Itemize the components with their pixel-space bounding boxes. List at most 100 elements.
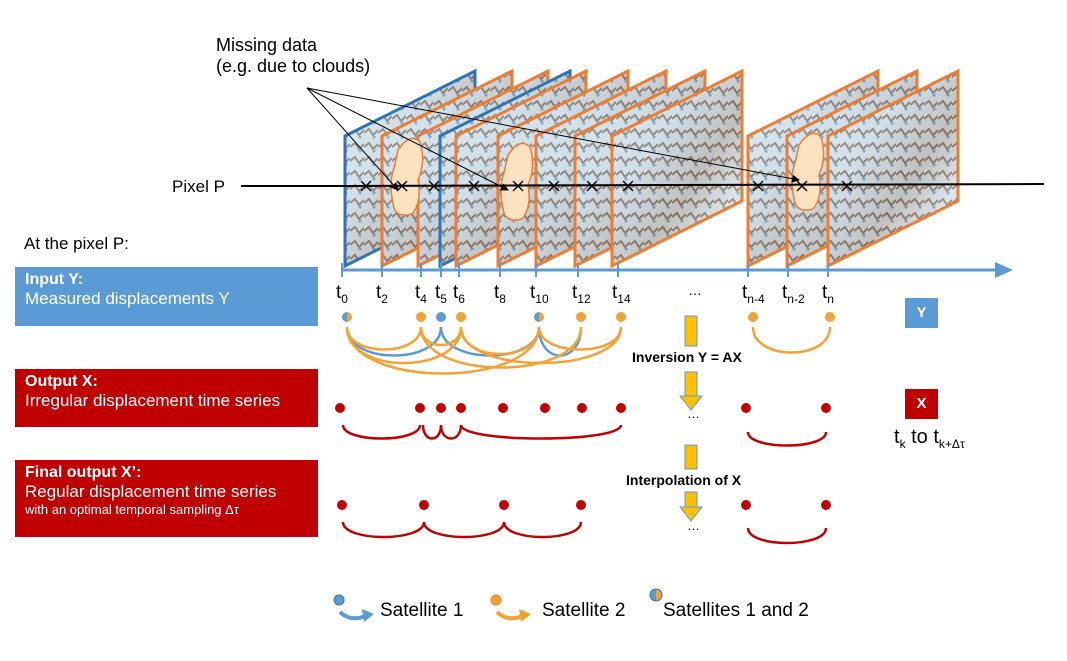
missing-data-arrows (306, 87, 800, 191)
final-output-dot (821, 500, 831, 510)
inversion-arrow (678, 315, 704, 411)
pixel-cross (512, 180, 524, 192)
output-x-dot (540, 403, 550, 413)
acquisition-dot-right (347, 312, 352, 322)
legend-satellite-1-icon (333, 594, 374, 622)
final-output-series (337, 500, 831, 545)
timeline-tick-label: t5 (435, 282, 447, 306)
pixel-cross (796, 180, 808, 192)
final-ellipsis: … (687, 518, 700, 533)
final-output-dot (499, 500, 509, 510)
x-range-a-sub: k (899, 437, 906, 451)
legend-both-satellites-icon (649, 588, 663, 602)
tick-base: t (376, 282, 382, 303)
tick-base: t (453, 282, 459, 303)
tick-base: t (415, 282, 421, 303)
tick-base: t (742, 282, 748, 303)
input-y-title: Input Y: (25, 271, 84, 288)
pair-arc (419, 326, 583, 369)
timeline-tick-label: t8 (494, 282, 506, 306)
acquisition-dot (436, 312, 446, 322)
pair-arc (537, 326, 623, 351)
tick-base: t (572, 282, 578, 303)
output-x-dot (741, 403, 751, 413)
interpolation-label: Interpolation of X (626, 472, 742, 488)
tick-base: t (822, 282, 828, 303)
satellite-image-frame (610, 68, 744, 269)
x-range-b-sub: k+Δτ (938, 437, 965, 451)
final-output-arc (422, 521, 506, 539)
timeline-tick-label: tn-4 (742, 282, 765, 306)
pixel-cross (428, 180, 440, 192)
pair-arc (459, 326, 623, 365)
acquisition-dot-left (342, 312, 347, 322)
tick-base: t (530, 282, 536, 303)
tick-subscript: n-2 (787, 291, 805, 306)
acquisition-dot-left (534, 312, 539, 322)
interferogram-pair-arcs (345, 326, 832, 375)
pixel-cross (841, 180, 853, 192)
cloud-patch (791, 132, 825, 211)
final-output-subtitle: Regular displacement time series (25, 482, 277, 501)
tick-base: t (782, 282, 788, 303)
acquisition-dots (342, 312, 835, 322)
output-x-dot (415, 403, 425, 413)
output-ellipsis: … (687, 406, 700, 421)
x-range-b: t (933, 426, 939, 448)
pixel-cross (548, 180, 560, 192)
timeline-tick-label: tn-2 (782, 282, 805, 306)
acquisition-dot (616, 312, 626, 322)
final-output-arc (341, 521, 426, 539)
pair-arc (345, 326, 541, 375)
acquisition-dot (748, 312, 758, 322)
x-range-label: tk to tk+Δτ (894, 426, 965, 451)
output-x-box: Output X: Irregular displacement time se… (15, 369, 318, 427)
missing-data-line2: (e.g. due to clouds) (216, 56, 371, 76)
legend-satellite-2: Satellite 2 (542, 600, 626, 621)
tick-subscript: 5 (440, 291, 447, 306)
pixel-cross (586, 180, 598, 192)
tick-subscript: n-4 (747, 291, 765, 306)
timeline-tick-label: tn (822, 282, 834, 306)
output-x-dot (456, 403, 466, 413)
tick-base: t (612, 282, 618, 303)
inversion-label: Inversion Y = AX (632, 349, 742, 365)
tick-base: t (494, 282, 500, 303)
y-square: Y (905, 298, 938, 328)
missing-data-line1: Missing data (216, 35, 318, 55)
output-x-dot (335, 403, 345, 413)
acquisition-dot-right (539, 312, 544, 322)
input-y-box: Input Y: Measured displacements Y (15, 267, 318, 326)
legend-satellites-1-and-2: Satellites 1 and 2 (663, 600, 809, 621)
tick-base: t (435, 282, 441, 303)
timeline-tick-label: t2 (376, 282, 388, 306)
output-x-subtitle: Irregular displacement time series (25, 391, 281, 410)
at-pixel-label: At the pixel P: (24, 234, 129, 253)
pixel-cross (396, 180, 408, 192)
output-x-dot (577, 403, 587, 413)
output-x-arc (341, 424, 422, 440)
input-y-subtitle: Measured displacements Y (25, 289, 230, 308)
final-output-box: Final output X’: Regular displacement ti… (15, 460, 318, 537)
tick-subscript: 12 (577, 291, 591, 306)
final-output-dot (741, 500, 751, 510)
timeline-tick-label: t14 (612, 282, 631, 306)
final-output-dot (337, 500, 347, 510)
legend-satellite-1: Satellite 1 (380, 600, 464, 621)
x-range-mid: to (905, 426, 934, 448)
satellite-image-frame (826, 68, 960, 269)
pair-arc (751, 326, 832, 354)
output-x-dot (616, 403, 626, 413)
output-x-title: Output X: (25, 373, 98, 390)
timeline-tick-label: t4 (415, 282, 427, 306)
final-output-arc (502, 521, 583, 539)
pixel-cross (752, 180, 764, 192)
output-x-dot (436, 403, 446, 413)
output-x-dot (821, 403, 831, 413)
pair-arc (345, 326, 423, 351)
final-output-title: Final output X’: (25, 464, 142, 481)
tick-subscript: 6 (458, 291, 465, 306)
tick-subscript: 4 (420, 291, 427, 306)
acquisition-dot (416, 312, 426, 322)
